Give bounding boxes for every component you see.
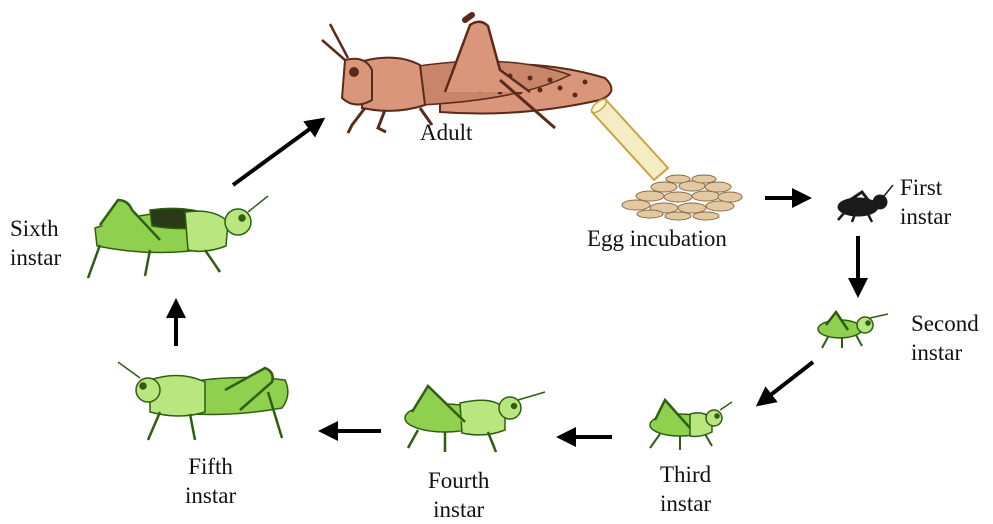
second-instar-illustration <box>818 312 888 348</box>
arrow-sixth-to-adult <box>233 120 322 185</box>
fourth-instar-illustration <box>405 386 545 452</box>
label-adult: Adult <box>420 118 472 147</box>
label-egg-incubation: Egg incubation <box>587 224 727 253</box>
arrow-second-to-third <box>759 362 813 404</box>
sixth-instar-illustration <box>88 196 268 278</box>
first-instar-illustration <box>838 185 893 222</box>
third-instar-illustration <box>650 400 732 450</box>
fifth-instar-illustration <box>118 362 288 440</box>
egg-cluster-illustration <box>622 175 742 220</box>
adult-locust-illustration <box>322 15 611 133</box>
egg-pod-illustration <box>590 97 668 180</box>
